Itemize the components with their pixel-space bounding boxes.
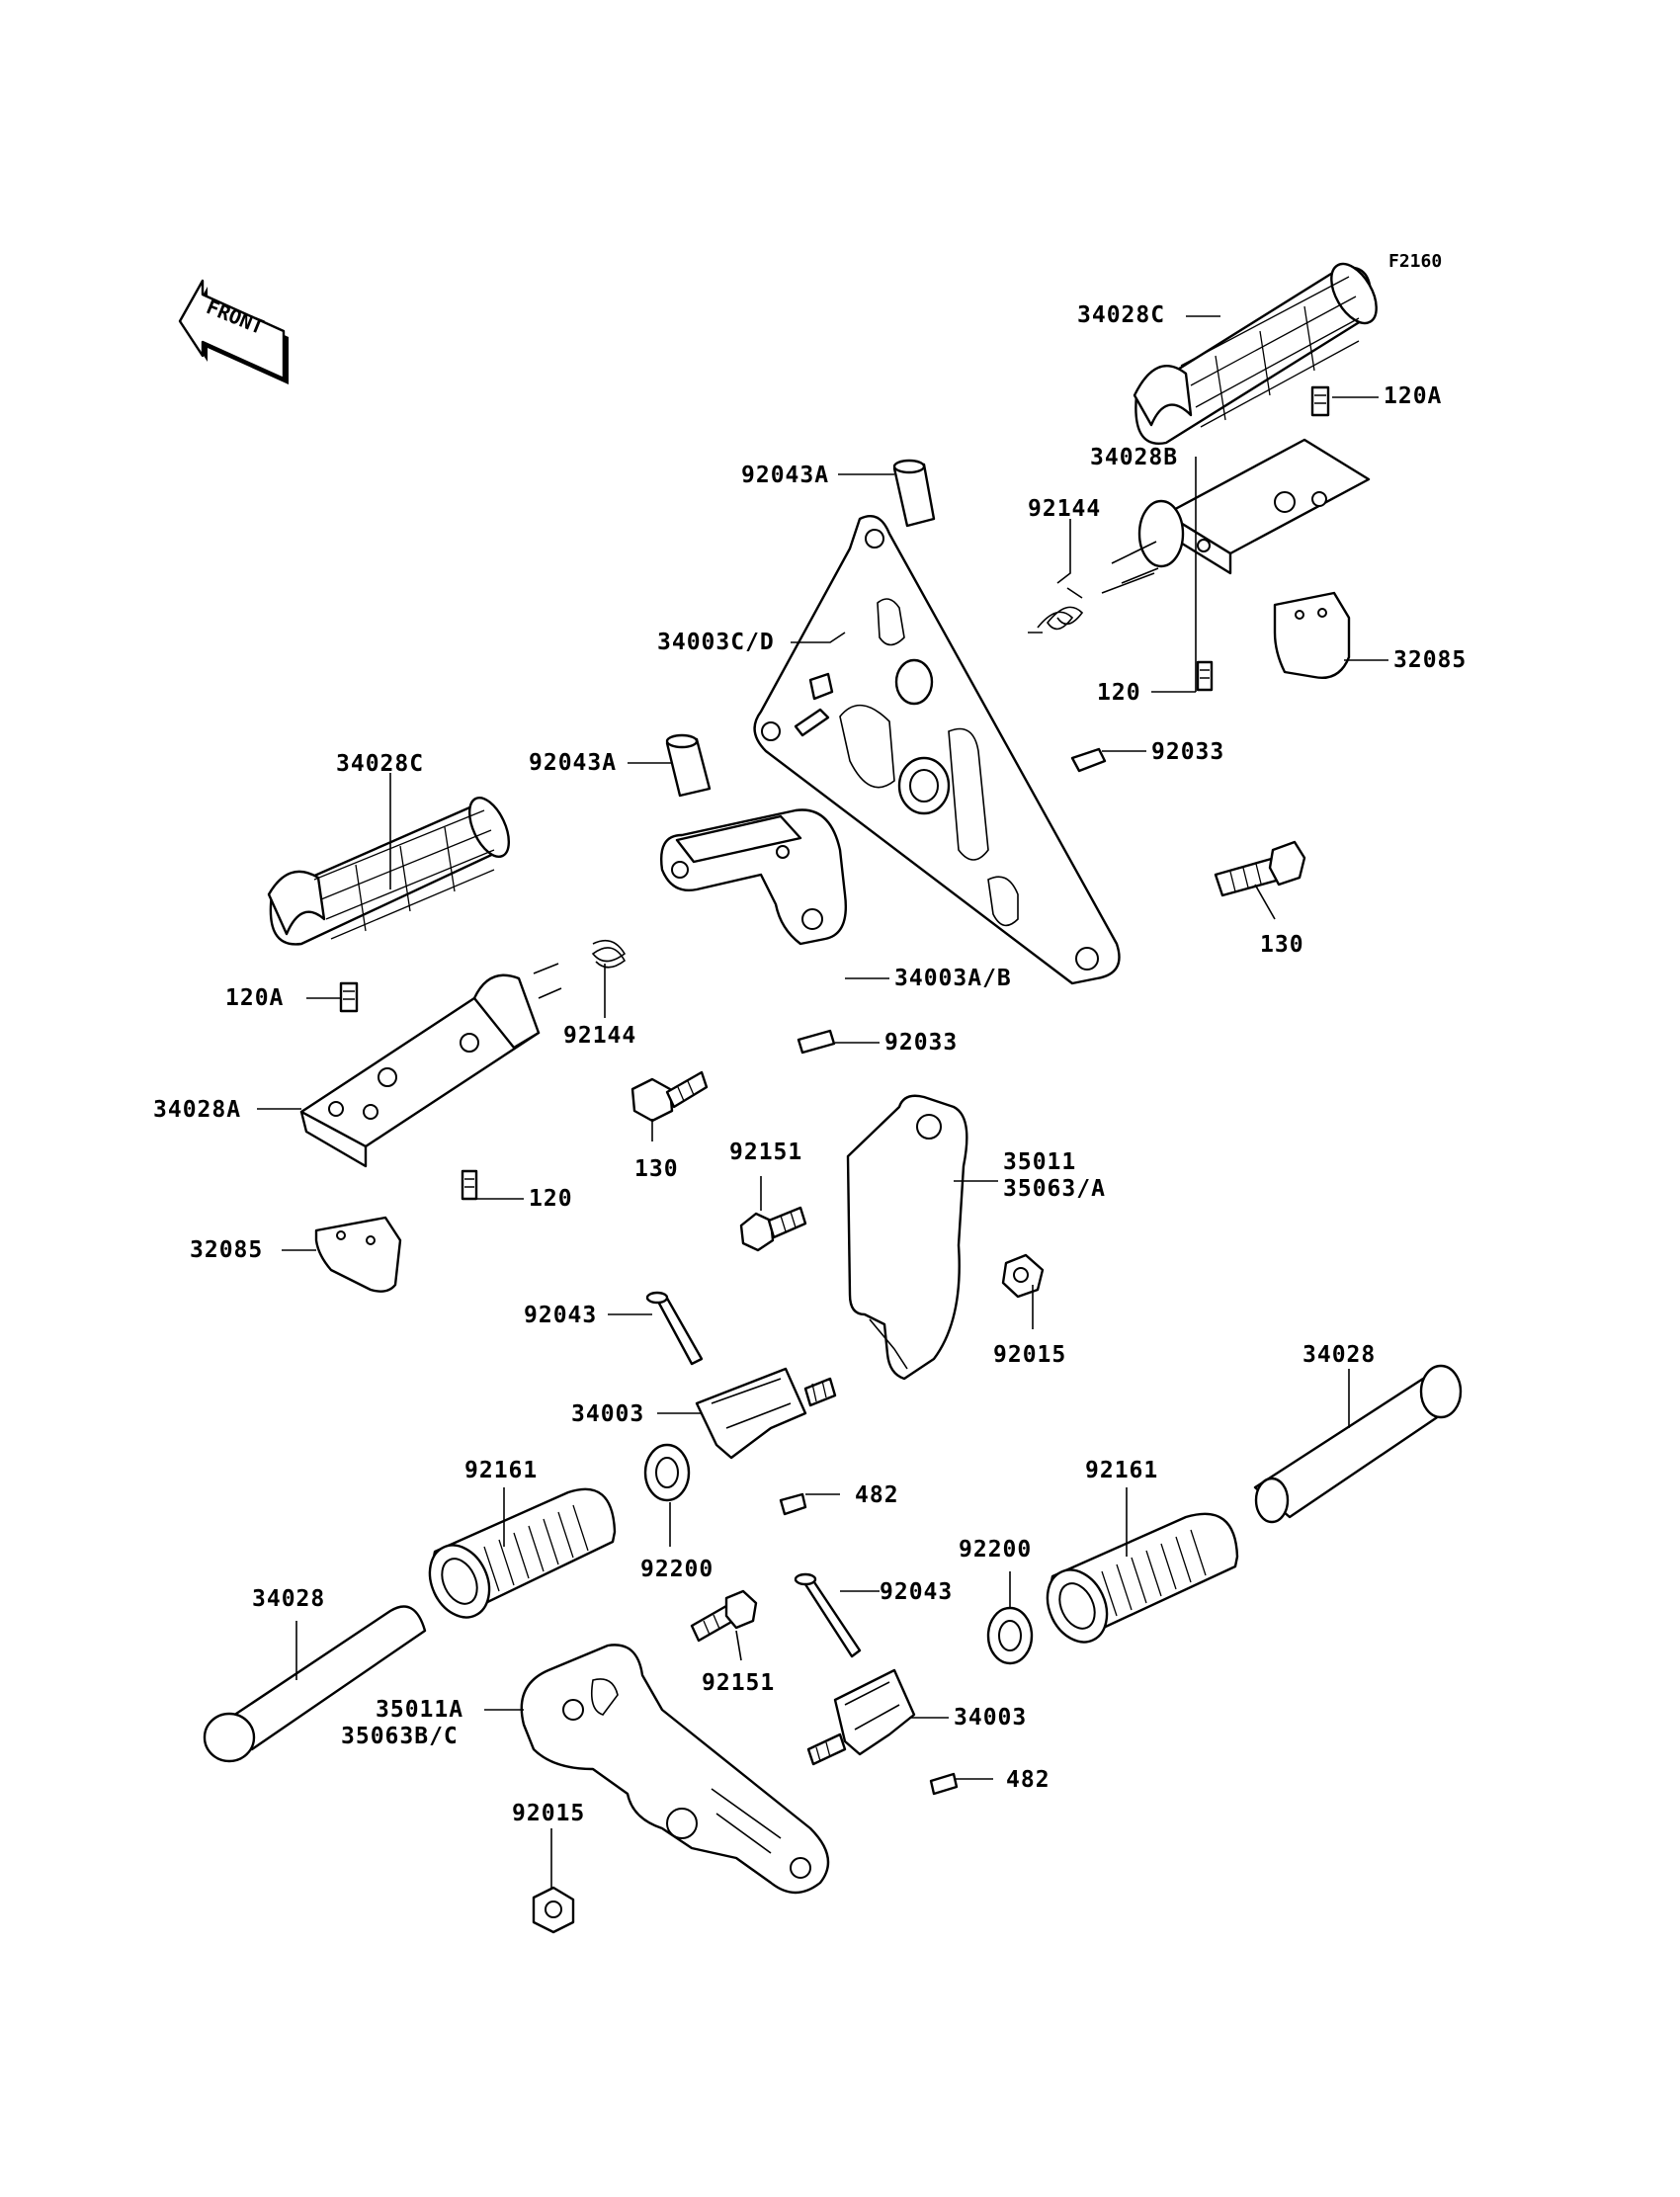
pin-92043-lower	[794, 1572, 862, 1658]
callout-34028C-right: 34028C	[1077, 302, 1165, 328]
callout-35063A: 35063/A	[1003, 1176, 1106, 1202]
left-spring-92144	[591, 939, 627, 969]
callout-34003-upper: 34003	[571, 1401, 644, 1427]
callout-92200-upper: 92200	[640, 1557, 714, 1582]
bolt-92151-upper	[739, 1206, 807, 1252]
callout-120-right: 120	[1097, 680, 1141, 706]
washer-92200-upper	[643, 1443, 691, 1502]
left-footpeg-rubber	[267, 797, 511, 946]
left-footpeg-body-34028A	[299, 963, 562, 1168]
left-bolt-120A	[339, 981, 359, 1013]
callout-92033-left: 92033	[884, 1030, 958, 1056]
callout-92015-lower: 92015	[512, 1801, 585, 1826]
bracket-35011A-lower	[520, 1644, 830, 1895]
callout-482-lower: 482	[1006, 1767, 1050, 1793]
callout-92144-left: 92144	[563, 1023, 636, 1049]
upper-pin-92043A-right	[892, 459, 936, 528]
upper-right-slider-32085	[1273, 591, 1351, 679]
callout-120-left: 120	[529, 1186, 573, 1212]
footpeg-rubber-92161-right	[1046, 1512, 1239, 1644]
clip-482-lower	[929, 1772, 959, 1796]
callout-32085-left: 32085	[190, 1237, 263, 1263]
callout-92151-upper: 92151	[729, 1140, 802, 1165]
clevis-34003-upper	[695, 1367, 837, 1460]
upper-right-bolt-120A	[1310, 385, 1330, 417]
callout-92161-right: 92161	[1085, 1458, 1158, 1483]
left-bracket-34003AB	[660, 808, 847, 946]
callout-34028B: 34028B	[1090, 445, 1178, 470]
callout-92043A-right: 92043A	[741, 463, 829, 488]
callout-92151-lower: 92151	[702, 1670, 775, 1696]
callout-35011A: 35011A	[376, 1697, 463, 1723]
callout-92200-lower: 92200	[959, 1537, 1032, 1563]
upper-right-clip-92033	[1070, 747, 1107, 773]
callout-34028A: 34028A	[153, 1097, 241, 1123]
clevis-34003-lower	[806, 1668, 916, 1766]
callout-34028-left: 34028	[252, 1586, 325, 1612]
callout-34003CD: 34003C/D	[657, 630, 775, 655]
callout-92161-left: 92161	[464, 1458, 538, 1483]
callout-92033-right: 92033	[1151, 739, 1224, 765]
figure-code: F2160	[1388, 251, 1442, 272]
footpeg-34028-right	[1253, 1364, 1463, 1524]
footpeg-34028-left	[203, 1605, 427, 1763]
left-bolt-120	[461, 1169, 478, 1201]
left-bolt-130	[630, 1070, 709, 1123]
left-slider-32085	[314, 1216, 402, 1293]
callout-35063BC: 35063B/C	[341, 1724, 459, 1749]
clip-482-upper	[779, 1492, 807, 1516]
pin-92043-upper	[645, 1291, 704, 1366]
callout-34003AB: 34003A/B	[894, 966, 1012, 991]
callout-34028-right: 34028	[1302, 1342, 1376, 1368]
callout-92043-upper: 92043	[524, 1303, 597, 1328]
leader-lines	[257, 315, 1388, 1888]
callout-32085-right: 32085	[1393, 647, 1467, 673]
footpeg-rubber-92161-left	[428, 1487, 617, 1619]
left-pin-92043A	[665, 733, 712, 798]
nut-92015-lower	[532, 1886, 575, 1934]
callout-35011: 35011	[1003, 1149, 1076, 1175]
center-bracket-34003CD	[753, 514, 1121, 985]
center-bolt-130-right	[1214, 840, 1306, 897]
upper-right-spring-92144	[1028, 587, 1084, 634]
callout-482-upper: 482	[855, 1482, 899, 1508]
callout-34028C-left: 34028C	[336, 751, 424, 777]
callout-92015-upper: 92015	[993, 1342, 1066, 1368]
callout-92043A-left: 92043A	[529, 750, 617, 776]
nut-92015-upper	[1001, 1253, 1045, 1299]
callout-92043-lower: 92043	[880, 1579, 953, 1605]
callout-34003-lower: 34003	[954, 1705, 1027, 1731]
callout-120A-left: 120A	[225, 985, 284, 1011]
callout-92144-right: 92144	[1028, 496, 1101, 522]
left-clip-92033	[797, 1029, 836, 1055]
washer-92200-lower	[986, 1606, 1034, 1665]
callout-120A-right: 120A	[1384, 383, 1442, 409]
callout-130-right: 130	[1260, 932, 1304, 958]
upper-right-bolt-120	[1196, 660, 1214, 692]
upper-right-footpeg-body	[1101, 438, 1371, 594]
bolt-92151-lower	[690, 1589, 758, 1643]
bracket-35011-upper	[846, 1094, 968, 1381]
upper-right-footpeg-rubber	[1133, 262, 1378, 445]
callout-130-left: 130	[634, 1156, 679, 1182]
front-arrow-icon: FRONT	[178, 279, 289, 384]
callout-labels: 34028C 120A 34028B 92043A 92144 34003C/D…	[153, 302, 1467, 1826]
